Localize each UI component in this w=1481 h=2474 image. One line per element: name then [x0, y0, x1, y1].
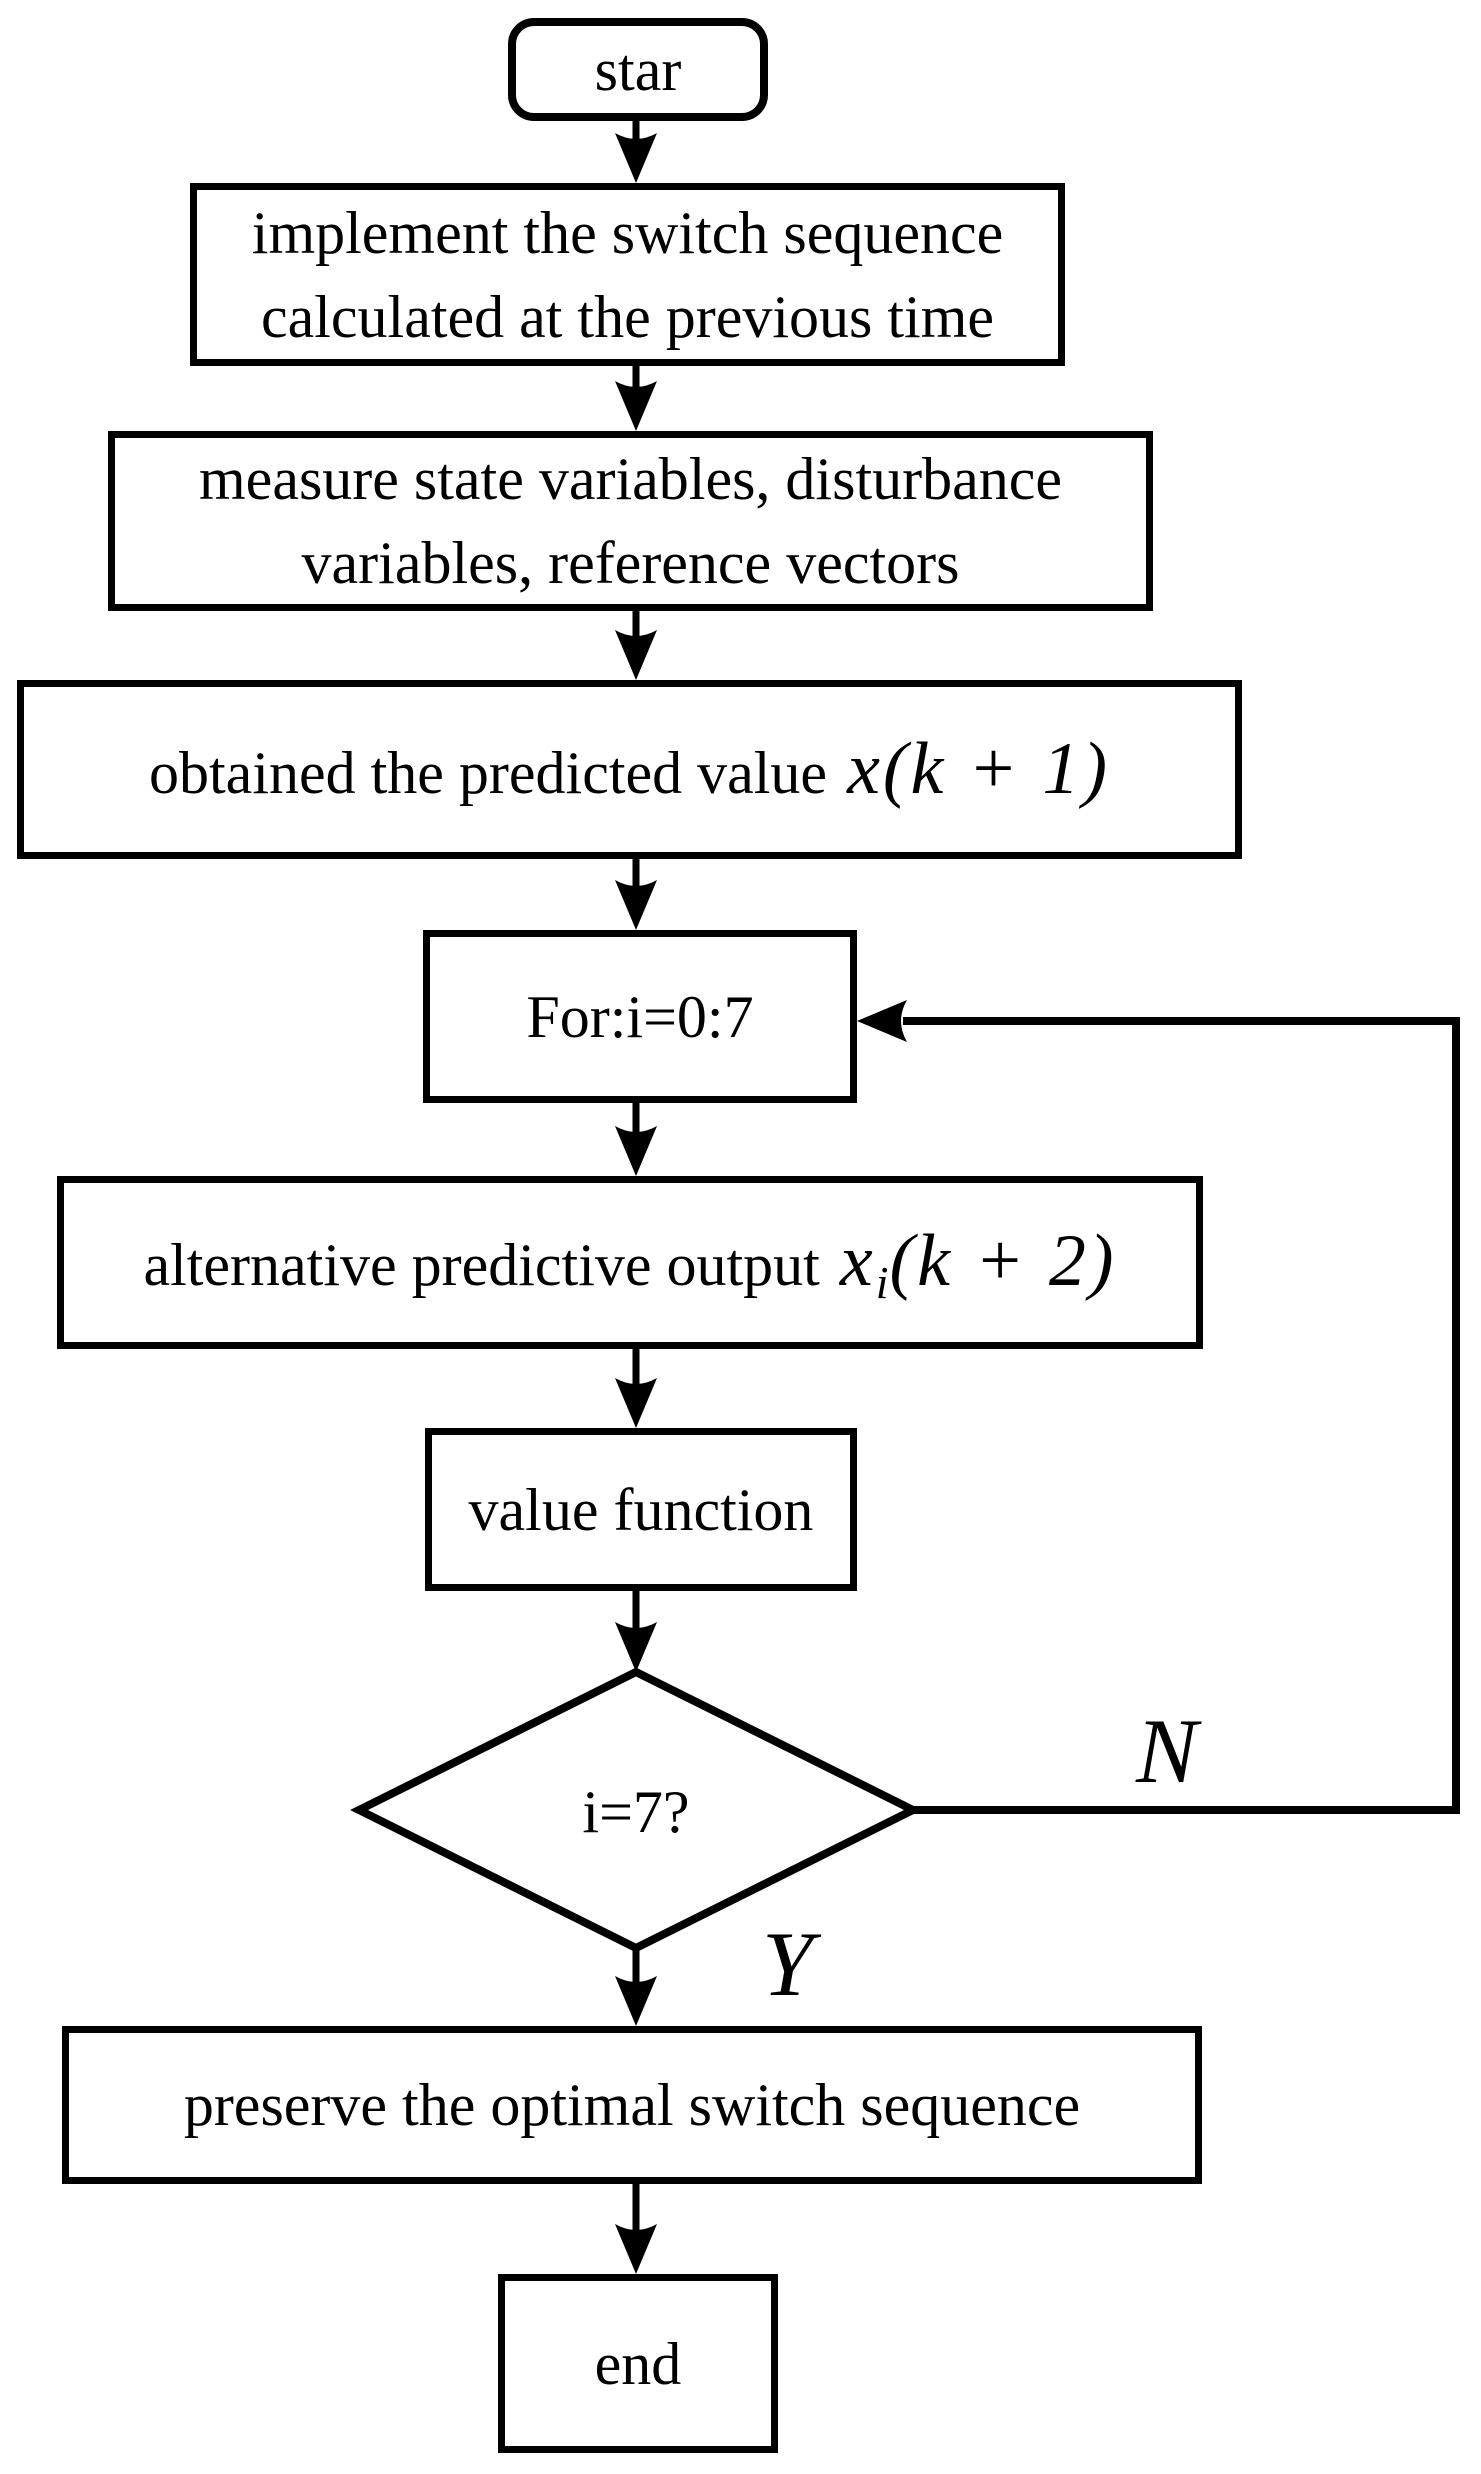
node-measure-variables: measure state variables, disturbance var… — [108, 431, 1153, 611]
node-predicted-math: x(k + 1) — [847, 727, 1110, 810]
node-preserve-sequence: preserve the optimal switch sequence — [62, 2026, 1202, 2184]
node-implement-line1: implement the switch sequence — [251, 199, 1004, 266]
node-implement-switch-sequence: implement the switch sequence calculated… — [190, 183, 1065, 366]
arrowhead-feedback-into-for — [857, 1000, 907, 1042]
node-alternative-output: alternative predictive output xi(k + 2) — [57, 1176, 1203, 1349]
node-implement-line2: calculated at the previous time — [260, 283, 995, 350]
arrowhead-measure — [615, 381, 657, 431]
arrowhead-for — [615, 880, 657, 930]
arrowhead-value — [615, 1378, 657, 1428]
node-for-loop: For:i=0:7 — [423, 930, 857, 1103]
arrowhead-end — [615, 2224, 657, 2274]
node-alternative-math-base: x — [839, 1219, 876, 1302]
branch-label-yes: Y — [762, 1913, 814, 2015]
edge-no-feedback-loop — [903, 1017, 1460, 1814]
node-alternative-math-rest: (k + 2) — [889, 1219, 1117, 1302]
node-alternative-line: alternative predictive output xi(k + 2) — [143, 1210, 1116, 1315]
arrowhead-alternative — [615, 1126, 657, 1176]
node-alternative-math-sub: i — [875, 1256, 890, 1308]
node-alternative-text: alternative predictive output — [143, 1231, 820, 1298]
arrowhead-preserve — [615, 1976, 657, 2026]
node-start: star — [508, 18, 768, 121]
node-value-function-label: value function — [468, 1476, 814, 1543]
node-end: end — [498, 2274, 778, 2453]
node-predicted-text: obtained the predicted value — [149, 739, 828, 806]
node-measure-line2: variables, reference vectors — [301, 530, 960, 596]
decision-diamond — [350, 1667, 922, 1953]
node-decision-label-wrap: i=7? — [461, 1772, 811, 1852]
node-decision-label: i=7? — [582, 1778, 690, 1845]
node-predicted-line: obtained the predicted value x(k + 1) — [149, 718, 1110, 822]
node-predicted-value: obtained the predicted value x(k + 1) — [17, 680, 1242, 859]
node-preserve-label: preserve the optimal switch sequence — [183, 2072, 1081, 2138]
node-for-loop-label: For:i=0:7 — [526, 983, 754, 1050]
node-measure-line1: measure state variables, disturbance — [199, 446, 1062, 512]
node-value-function: value function — [425, 1428, 857, 1591]
node-start-label: star — [594, 36, 682, 103]
node-end-label: end — [594, 2330, 682, 2397]
branch-label-no: N — [1136, 1700, 1198, 1802]
arrowhead-implement — [615, 133, 657, 183]
arrowhead-predicted — [615, 630, 657, 680]
arrowhead-decision — [615, 1622, 657, 1672]
